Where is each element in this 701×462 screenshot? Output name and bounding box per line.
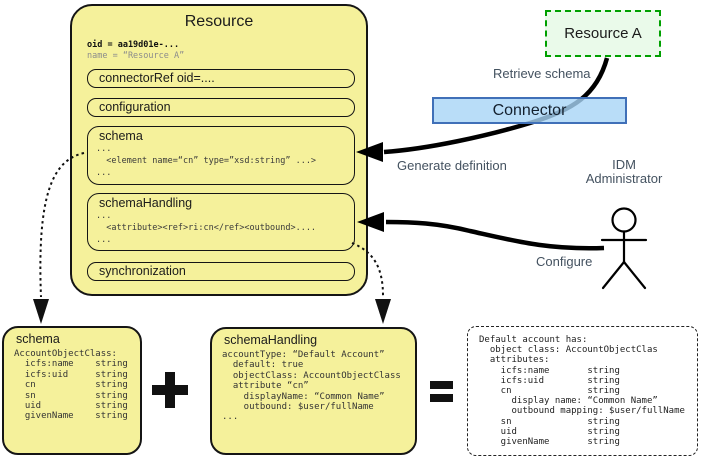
schema-section-title: schema <box>99 129 143 143</box>
configuration-label: configuration <box>99 100 171 114</box>
resource-title: Resource <box>184 13 254 30</box>
equals-operator <box>430 381 453 402</box>
schema-detail-title: schema <box>16 332 60 346</box>
synchronization-label: synchronization <box>99 264 186 278</box>
connector-node: Connector <box>432 97 627 124</box>
schema-handling-detail-box: schemaHandling accountType: “Default Acc… <box>210 327 417 455</box>
schema-handling-dotted-arrowhead-icon <box>375 299 391 324</box>
result-account-code: Default account has: object class: Accou… <box>479 335 685 448</box>
result-account-box: Default account has: object class: Accou… <box>467 326 698 456</box>
connector-ref-label: connectorRef oid=.... <box>99 71 215 85</box>
configuration-section: configuration <box>87 98 355 117</box>
resource-a-node: Resource A <box>545 10 661 57</box>
generate-definition-label: Generate definition <box>397 158 507 173</box>
schema-handling-detail-title: schemaHandling <box>224 333 318 347</box>
idm-administrator-line2: Administrator <box>585 171 663 186</box>
administrator-stick-figure-icon <box>600 207 648 290</box>
configure-arrow-line <box>385 219 605 251</box>
connector-ref-section: connectorRef oid=.... <box>87 69 355 88</box>
schema-handling-section-title: schemaHandling <box>99 196 193 210</box>
schema-handling-section-code: ... <attribute><ref>ri:cn</ref><outbound… <box>96 211 317 245</box>
schema-detail-box: schema AccountObjectClass: icfs:name str… <box>2 326 142 455</box>
synchronization-section: synchronization <box>87 262 355 281</box>
resource-name-text: name = “Resource A” <box>87 51 185 61</box>
schema-detail-code: AccountObjectClass: icfs:name string icf… <box>14 349 128 422</box>
idm-administrator-label: IDM Administrator <box>565 158 683 186</box>
schema-section: schema ... <element name=“cn” type=”xsd:… <box>87 126 355 185</box>
retrieve-schema-label: Retrieve schema <box>493 66 591 81</box>
schema-section-code: ... <element name=“cn” type=”xsd:string”… <box>96 144 317 178</box>
configure-label: Configure <box>536 254 593 269</box>
schema-handling-detail-code: accountType: “Default Account” default: … <box>222 350 401 423</box>
plus-operator <box>152 372 188 408</box>
resource-container-box: Resource oid = aa19d01e-... name = “Reso… <box>70 4 368 296</box>
schema-handling-section: schemaHandling ... <attribute><ref>ri:cn… <box>87 193 355 251</box>
schema-dotted-arrowhead-icon <box>33 299 49 324</box>
resource-oid-text: oid = aa19d01e-... <box>87 40 180 50</box>
idm-administrator-line1: IDM <box>612 157 636 172</box>
